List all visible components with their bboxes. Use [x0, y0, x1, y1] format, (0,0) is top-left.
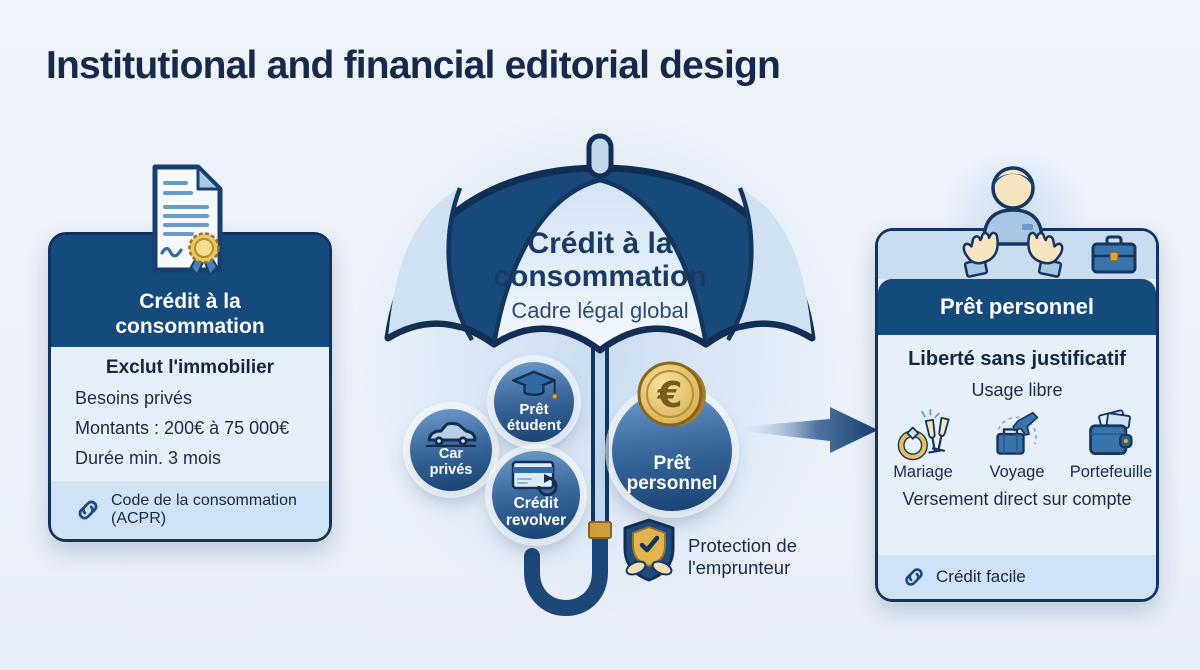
right-card-footer-link[interactable]: Crédit facile [878, 555, 1156, 599]
umbrella-title-line2: consommation [493, 260, 707, 293]
umbrella-subtitle: Cadre légal global [511, 298, 689, 323]
link-icon [78, 500, 98, 520]
left-card-footer-text: Code de la consommation (ACPR) [111, 492, 297, 529]
left-card-subtitle: Exclut l'immobilier [105, 357, 275, 378]
right-card-note: Versement direct sur compte [902, 489, 1132, 509]
link-icon [905, 568, 923, 586]
left-card-title-line1: Crédit à la [139, 290, 241, 314]
right-arrow-icon [740, 407, 878, 453]
usage-item-voyage: Voyage [977, 409, 1057, 482]
left-card-body: Exclut l'immobilier Besoins privés Monta… [51, 347, 329, 469]
travel-suitcase-plane-icon [996, 411, 1039, 455]
usage-item-mariage: Mariage [883, 409, 963, 482]
protection-line1: Protection de [688, 535, 798, 556]
right-card-usage: Usage libre [971, 380, 1063, 400]
right-card-footer-text: Crédit facile [936, 567, 1026, 586]
bubble-credit-revolver: Crédit revolver [492, 451, 580, 539]
bubble-personnel-line1: Prêt [653, 452, 691, 474]
left-card-title-line2: consommation [115, 314, 265, 338]
bubble-personnel-label: Prêt personnel [626, 452, 718, 495]
page-title: Institutional and financial editorial de… [46, 44, 781, 87]
right-card-pret-personnel: Prêt personnel Liberté sans justificatif… [875, 228, 1159, 602]
umbrella-title-line1: Crédit à la [527, 227, 673, 260]
credit-card-refresh-icon [511, 461, 558, 497]
usage-label-mariage: Mariage [893, 463, 953, 481]
umbrella-icon [384, 133, 816, 616]
umbrella-tip [586, 133, 614, 179]
bubble-revolver-label: Crédit revolver [505, 495, 567, 529]
person-open-hands-icon [962, 166, 1064, 278]
usage-label-portefeuille: Portefeuille [1069, 463, 1153, 481]
left-card-header: Crédit à la consommation [51, 235, 329, 347]
right-card-body: Liberté sans justificatif Usage libre [878, 335, 1156, 510]
bubble-car-line2: privés [429, 462, 473, 478]
bubble-pret-etudiant: Prêt étudent [494, 362, 574, 442]
euro-symbol: € [656, 375, 682, 416]
briefcase-icon [1091, 235, 1137, 274]
usage-label-voyage: Voyage [989, 463, 1045, 481]
left-card-footer-line2: (ACPR) [111, 510, 167, 527]
certificate-document-icon [152, 164, 223, 276]
euro-coin-icon: € [637, 361, 706, 427]
umbrella-pole [591, 338, 609, 530]
bubble-revolver-line2: revolver [505, 512, 567, 529]
left-card-footer-line1: Code de la consommation [111, 491, 297, 509]
protection-line2: l'emprunteur [688, 557, 791, 578]
bubble-etudiant-line2: étudent [506, 417, 562, 434]
right-card-subtitle: Liberté sans justificatif [908, 348, 1126, 370]
graduation-cap-icon [512, 370, 557, 400]
left-card-line3: Durée min. 3 mois [75, 448, 222, 468]
bubble-car-prives: Car privés [410, 409, 492, 491]
bubble-car-label: Car privés [430, 447, 473, 478]
left-card-line2: Montants : 200€ à 75 000€ [75, 418, 290, 438]
umbrella-gold-band [588, 521, 612, 539]
left-card-line1: Besoins privés [75, 388, 193, 408]
left-card-footer-link[interactable]: Code de la consommation (ACPR) [51, 481, 329, 539]
umbrella-handle [524, 524, 608, 616]
bubble-revolver-line1: Crédit [513, 495, 559, 513]
wedding-ring-champagne-icon [897, 409, 950, 461]
bubble-personnel-line2: personnel [626, 473, 718, 495]
usage-icons-row: Mariage Voyage [878, 409, 1156, 482]
bubble-etudiant-line1: Prêt [519, 400, 549, 418]
usage-item-portefeuille: Portefeuille [1069, 409, 1153, 482]
bubble-etudiant-label: Prêt étudent [506, 400, 562, 434]
wallet-cash-icon [1089, 409, 1133, 455]
left-card-credit-consommation: Crédit à la consommation Exclut l'immobi… [48, 232, 332, 542]
protection-caption: Protection de l'emprunteur [688, 535, 797, 579]
bubble-car-line1: Car [438, 446, 464, 463]
shield-protection-icon [623, 518, 675, 582]
umbrella-caption: Crédit à la consommation Cadre légal glo… [420, 227, 780, 324]
car-icon [425, 422, 477, 448]
right-card-header: Prêt personnel [878, 279, 1156, 335]
